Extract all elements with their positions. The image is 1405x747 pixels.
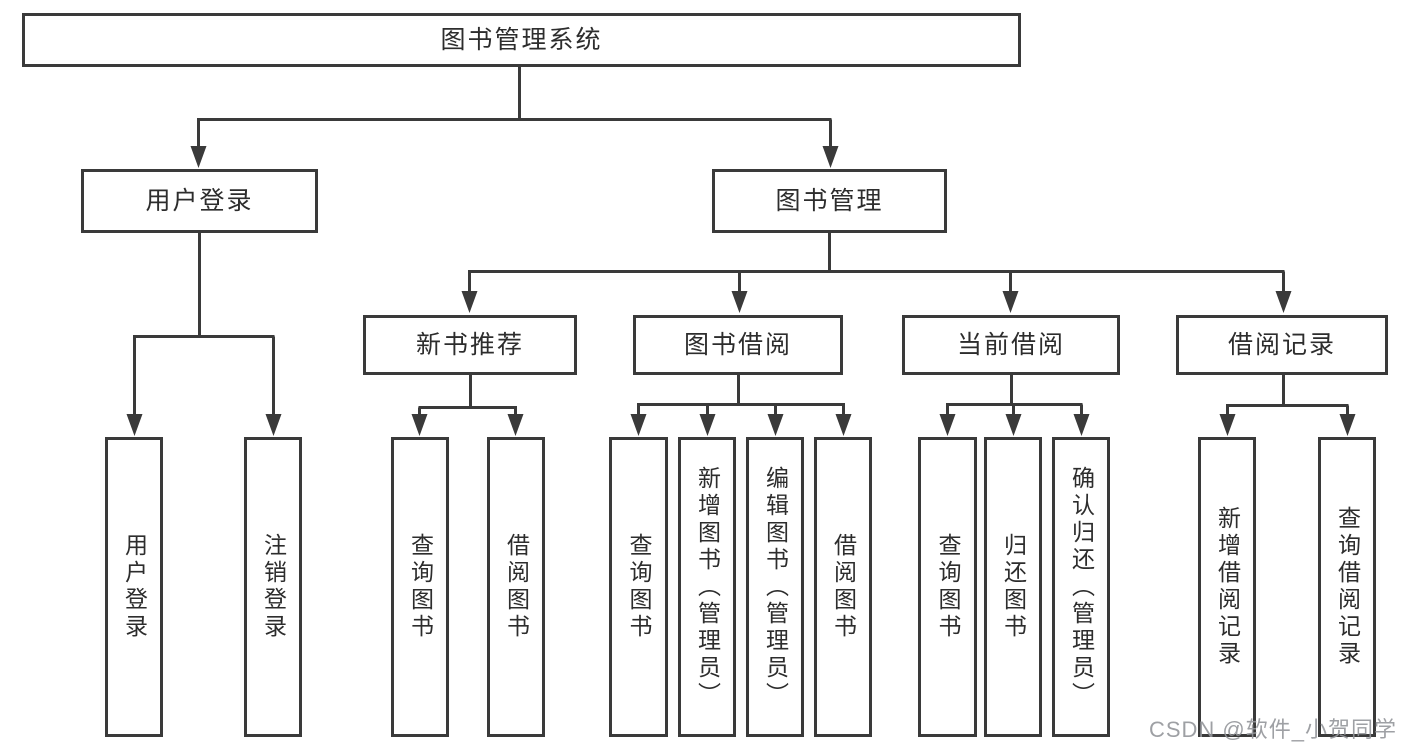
leaf-query-borrow-record: 查询借阅记录 xyxy=(1318,437,1376,737)
leaf-add-book-admin: 新增图书（管理员） xyxy=(678,437,736,737)
node-library-system: 图书管理系统 xyxy=(22,13,1021,67)
leaf-borrow-books: 借阅图书 xyxy=(814,437,872,737)
node-label: 查询图书 xyxy=(935,533,961,641)
node-label: 查询图书 xyxy=(626,533,652,641)
leaf-return-book: 归还图书 xyxy=(984,437,1042,737)
node-user-login: 用户登录 xyxy=(81,169,318,233)
node-label: 当前借阅 xyxy=(956,330,1065,359)
node-book-management: 图书管理 xyxy=(712,169,947,233)
node-label: 借阅图书 xyxy=(830,533,857,641)
node-label: 图书管理系统 xyxy=(440,25,603,54)
node-new-book-recommend: 新书推荐 xyxy=(363,315,577,375)
node-label: 新增借阅记录 xyxy=(1214,506,1241,668)
leaf-query-books-borrowing: 查询图书 xyxy=(609,437,668,737)
node-label: 用户登录 xyxy=(121,533,148,641)
leaf-query-books-recommend: 查询图书 xyxy=(391,437,449,737)
leaf-query-books-current: 查询图书 xyxy=(918,437,977,737)
node-book-borrowing: 图书借阅 xyxy=(633,315,843,375)
node-label: 图书借阅 xyxy=(683,330,792,359)
leaf-logout: 注销登录 xyxy=(244,437,302,737)
node-label: 注销登录 xyxy=(260,533,287,641)
node-label: 确认归还（管理员） xyxy=(1068,465,1095,709)
node-label: 编辑图书（管理员） xyxy=(762,465,789,709)
node-label: 查询图书 xyxy=(407,533,434,641)
node-label: 新增图书（管理员） xyxy=(694,465,721,709)
node-label: 归还图书 xyxy=(1000,533,1027,641)
node-label: 借阅图书 xyxy=(503,533,530,641)
node-label: 用户登录 xyxy=(145,186,254,215)
leaf-borrow-books-recommend: 借阅图书 xyxy=(487,437,545,737)
leaf-confirm-return-admin: 确认归还（管理员） xyxy=(1052,437,1110,737)
node-label: 图书管理 xyxy=(775,186,884,215)
node-label: 查询借阅记录 xyxy=(1334,506,1361,668)
node-label: 新书推荐 xyxy=(415,330,524,359)
node-current-borrowing: 当前借阅 xyxy=(902,315,1120,375)
node-borrow-records: 借阅记录 xyxy=(1176,315,1388,375)
leaf-add-borrow-record: 新增借阅记录 xyxy=(1198,437,1256,737)
leaf-user-login: 用户登录 xyxy=(105,437,163,737)
leaf-edit-book-admin: 编辑图书（管理员） xyxy=(746,437,804,737)
csdn-watermark: CSDN @软件_小贺同学 xyxy=(1148,717,1397,742)
node-label: 借阅记录 xyxy=(1227,330,1336,359)
